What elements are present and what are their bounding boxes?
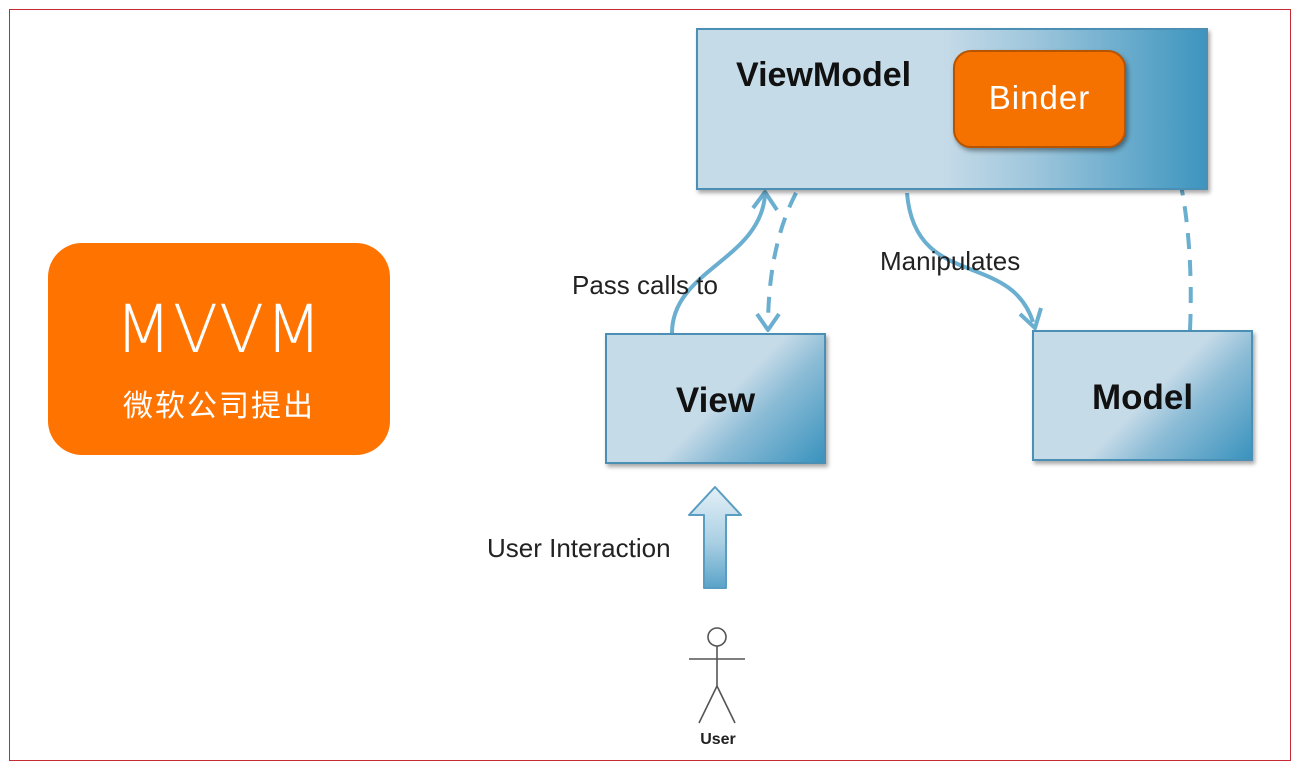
user-actor-label: User xyxy=(700,731,736,748)
view-label: View xyxy=(675,381,756,420)
badge-title: MVVM xyxy=(114,291,324,368)
user-interaction-label: User Interaction xyxy=(487,533,671,563)
mvvm-badge: MVVM 微软公司提出 xyxy=(48,243,390,455)
manipulates-arrowhead xyxy=(1018,307,1043,330)
badge-subtitle: 微软公司提出 xyxy=(123,389,315,424)
manipulates-label: Manipulates xyxy=(880,246,1021,276)
viewmodel-box: ViewModel xyxy=(696,28,1208,190)
binder-to-view-connector xyxy=(766,97,951,323)
view-box: View xyxy=(605,333,826,464)
manipulates-connector xyxy=(905,192,1035,323)
binder-to-view-arrowhead xyxy=(755,312,781,332)
pass-calls-arrowhead xyxy=(751,190,779,212)
user-interaction-arrow xyxy=(688,486,742,589)
model-box: Model xyxy=(1032,330,1253,461)
viewmodel-label: ViewModel xyxy=(736,56,912,94)
pass-calls-connector xyxy=(670,194,767,334)
binder-label: Binder xyxy=(988,79,1091,116)
pass-calls-label: Pass calls to xyxy=(572,270,718,300)
binder-box: Binder xyxy=(953,50,1126,148)
model-label: Model xyxy=(1091,378,1194,417)
user-actor-icon xyxy=(689,627,745,724)
slide-frame xyxy=(9,9,1291,761)
